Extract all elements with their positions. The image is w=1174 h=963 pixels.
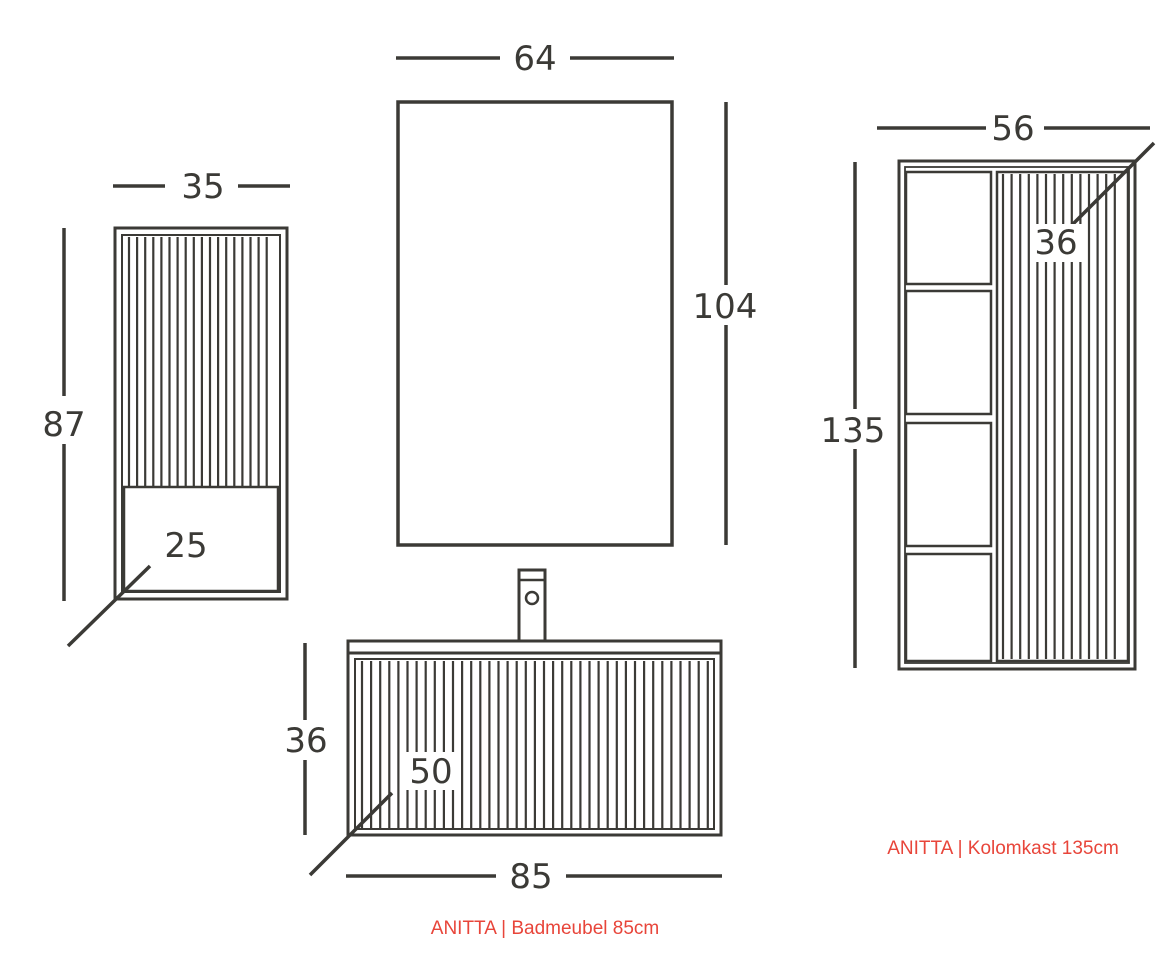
column-depth-label: 36 [1034, 223, 1077, 263]
vanity-front-outline [346, 651, 723, 837]
vanity-unit: 36 50 85 ANITTA | Badmeubel 85cm [282, 568, 723, 939]
column-cabinet-caption: ANITTA | Kolomkast 135cm [887, 838, 1119, 859]
vanity-depth-line [308, 791, 394, 877]
left-cabinet-width-label: 35 [181, 167, 224, 207]
mirror-height-label-backdrop [693, 285, 757, 325]
vanity-depth-label-backdrop [404, 752, 460, 790]
faucet-handle [524, 590, 540, 606]
vanity-height-label-backdrop [282, 720, 332, 760]
mirror-height-label: 104 [693, 287, 758, 327]
column-shelf-4 [904, 552, 993, 663]
left-cabinet-depth-line [66, 564, 152, 648]
column-depth-line [1070, 141, 1156, 227]
left-cabinet-open-shelf [122, 485, 280, 593]
vanity-height-label: 36 [284, 721, 327, 761]
column-shelf-2 [904, 289, 993, 416]
column-door-frame [995, 170, 1130, 663]
mirror: 64 104 [396, 39, 758, 547]
column-shelf-1 [904, 170, 993, 286]
left-cabinet-depth-label: 25 [164, 526, 207, 566]
left-cabinet-height-label: 87 [42, 405, 85, 445]
vanity-fluted-slats [360, 661, 709, 828]
vanity-inner-frame [354, 658, 715, 830]
left-wall-cabinet: 35 87 25 [42, 167, 290, 648]
mirror-width-label: 64 [513, 39, 556, 79]
vanity-worktop [346, 639, 723, 655]
column-height-label-backdrop [822, 409, 886, 449]
left-cabinet-fluted-slats [127, 237, 268, 488]
column-depth-label-backdrop [1030, 224, 1084, 262]
vanity-caption: ANITTA | Badmeubel 85cm [431, 918, 659, 939]
column-shelf-3 [904, 421, 993, 548]
column-width-label: 56 [991, 109, 1034, 149]
column-cabinet-outline [897, 159, 1137, 671]
vanity-depth-label: 50 [409, 752, 452, 792]
vanity-width-label: 85 [509, 857, 552, 897]
column-height-label: 135 [821, 411, 886, 451]
mirror-outline [396, 100, 674, 547]
column-cabinet: 36 56 135 ANITTA | Kolomkast 135cm [821, 109, 1156, 859]
left-cabinet-outline [113, 226, 289, 601]
